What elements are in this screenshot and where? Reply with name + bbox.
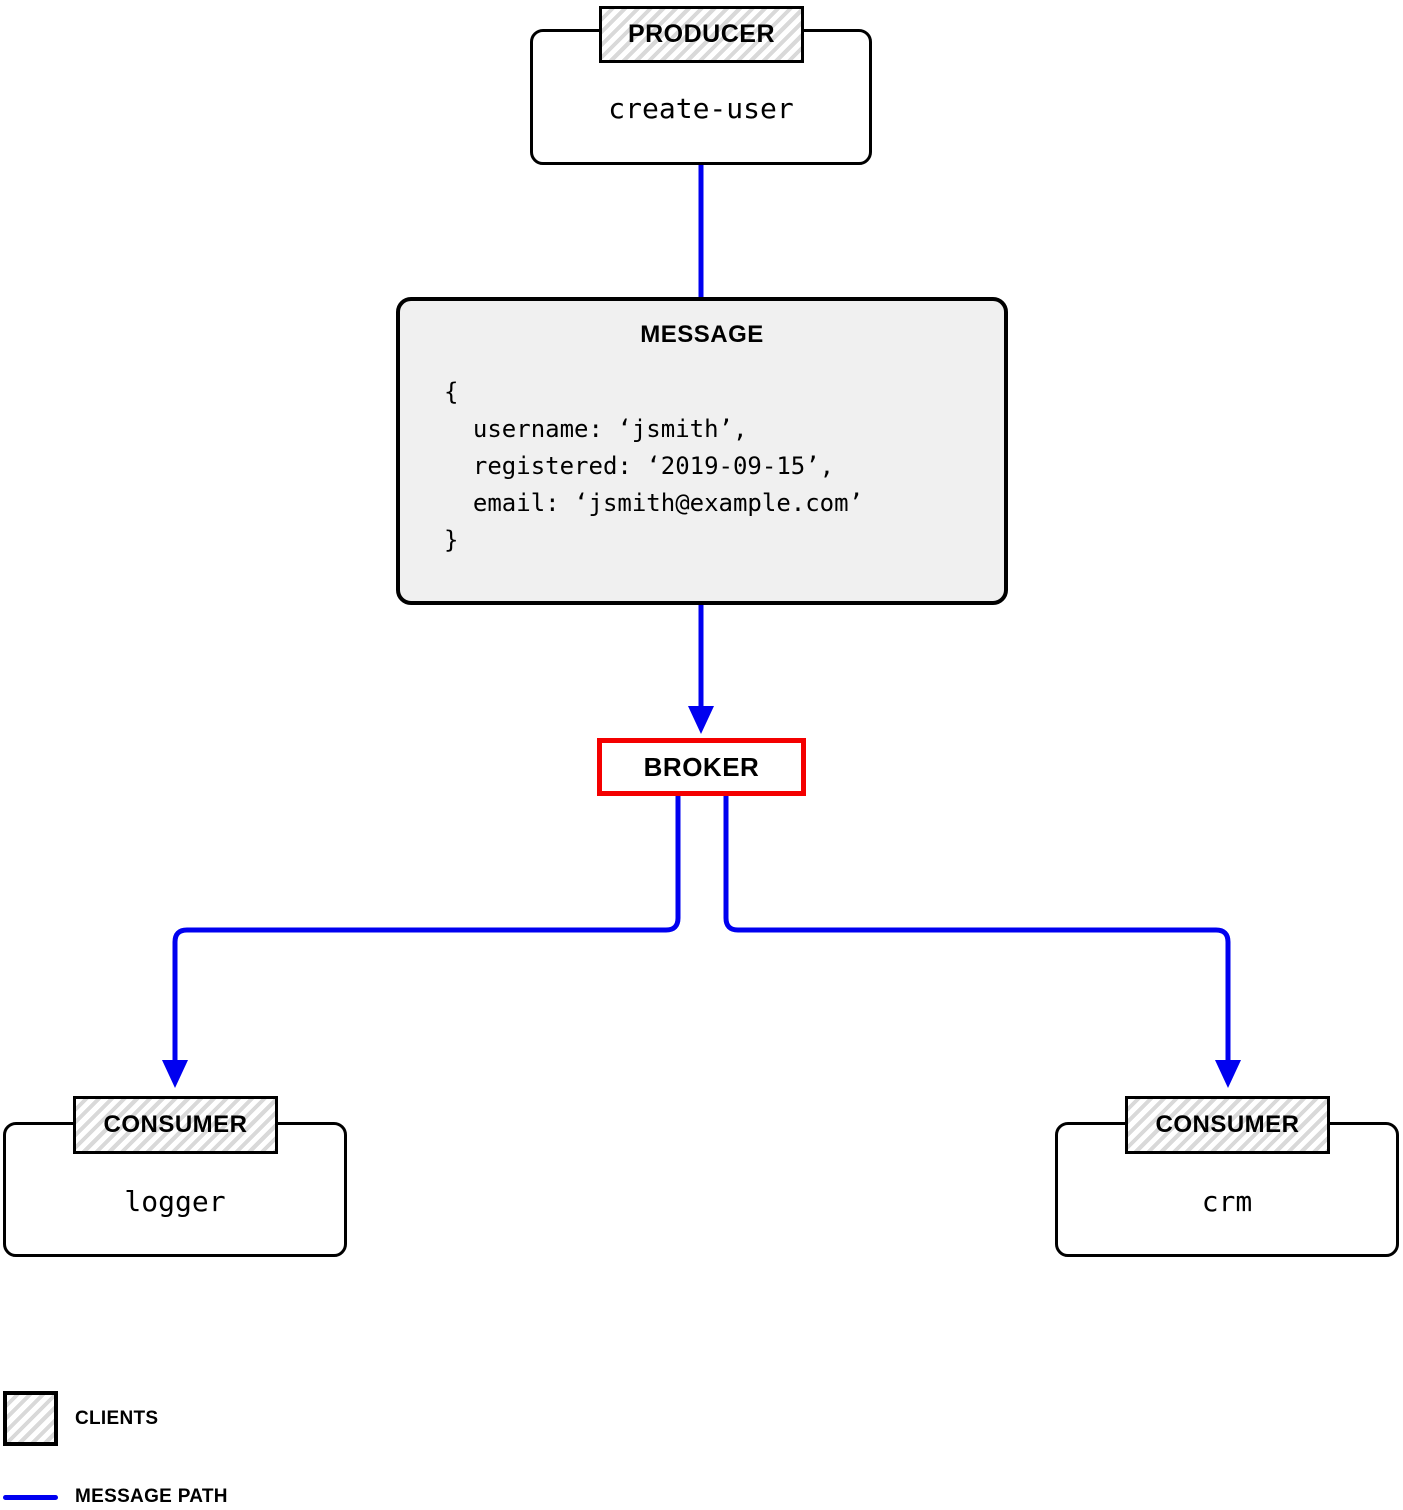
broker-to-crm-line	[723, 794, 1231, 1062]
legend-clients-label: CLIENTS	[75, 1407, 159, 1429]
message-node: MESSAGE { username: ‘jsmith’, registered…	[396, 297, 1008, 605]
consumer-crm-tag: CONSUMER	[1125, 1096, 1330, 1154]
producer-node: PRODUCER create-user	[530, 6, 872, 165]
broker-node: BROKER	[597, 738, 806, 796]
consumer-logger-node: CONSUMER logger	[3, 1096, 347, 1257]
arrowhead-crm-icon	[1215, 1060, 1241, 1088]
consumer-logger-tag: CONSUMER	[73, 1096, 278, 1154]
producer-name: create-user	[608, 91, 794, 125]
consumer-crm-tag-label: CONSUMER	[1155, 1111, 1300, 1138]
legend-message-path-label: MESSAGE PATH	[75, 1486, 228, 1507]
broker-label: BROKER	[643, 751, 760, 782]
message-path-line-icon	[3, 1494, 58, 1500]
producer-tag-label: PRODUCER	[627, 20, 776, 48]
message-payload: { username: ‘jsmith’, registered: ‘2019-…	[444, 378, 864, 554]
consumer-crm-name: crm	[1201, 1185, 1253, 1218]
clients-hatch-swatch-icon	[3, 1391, 58, 1446]
message-title: MESSAGE	[640, 321, 764, 348]
consumer-logger-tag-label: CONSUMER	[103, 1111, 248, 1138]
legend-message-path: MESSAGE PATH	[3, 1486, 228, 1508]
legend-clients: CLIENTS	[3, 1391, 158, 1446]
arrowhead-broker-icon	[688, 706, 714, 734]
arrowhead-logger-icon	[162, 1060, 188, 1088]
producer-tag: PRODUCER	[599, 6, 804, 63]
consumer-crm-node: CONSUMER crm	[1055, 1096, 1399, 1257]
consumer-logger-name: logger	[124, 1185, 226, 1218]
broker-to-logger-line	[172, 794, 681, 1062]
